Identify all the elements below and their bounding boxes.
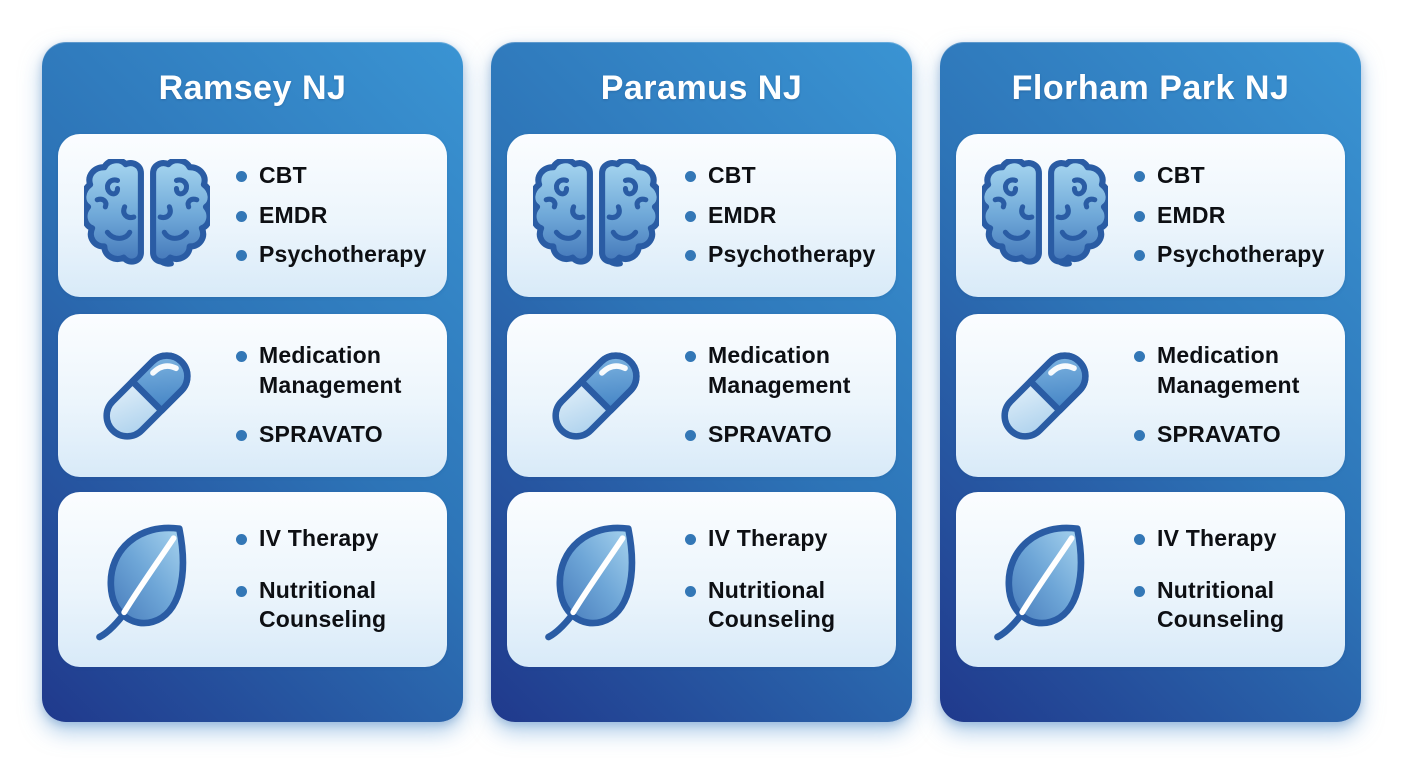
service-item: EMDR: [685, 201, 876, 231]
bullet-icon: [236, 350, 247, 362]
icon-box: [976, 517, 1114, 643]
service-item: CBT: [236, 161, 427, 191]
bullet-icon: [236, 430, 247, 442]
bullet-icon: [685, 585, 696, 597]
wellness-panel: IV Therapy Nutritional Counseling: [956, 492, 1345, 667]
service-item: IV Therapy: [685, 524, 835, 554]
service-list: IV Therapy Nutritional Counseling: [1134, 524, 1284, 636]
service-item: Psychotherapy: [236, 240, 427, 270]
medication-panel: Medication Management SPRAVATO: [507, 314, 896, 477]
service-item: IV Therapy: [236, 524, 386, 554]
bullet-icon: [685, 533, 696, 545]
bullet-icon: [685, 430, 696, 442]
service-item: Psychotherapy: [1134, 240, 1325, 270]
service-item: Medication Management: [236, 341, 402, 401]
location-title: Florham Park NJ: [1011, 68, 1290, 107]
icon-box: [78, 517, 216, 643]
bullet-icon: [1134, 170, 1145, 182]
icon-box: [78, 340, 216, 452]
bullet-icon: [1134, 210, 1145, 222]
icon-box: [527, 517, 665, 643]
bullet-icon: [685, 250, 696, 262]
service-item: CBT: [1134, 161, 1325, 191]
service-item: Medication Management: [1134, 341, 1300, 401]
service-item: Psychotherapy: [685, 240, 876, 270]
medication-panel: Medication Management SPRAVATO: [956, 314, 1345, 477]
therapy-panel: CBT EMDR Psychotherapy: [956, 134, 1345, 297]
bullet-icon: [1134, 585, 1145, 597]
brain-icon: [533, 159, 659, 273]
bullet-icon: [685, 350, 696, 362]
location-card-paramus: Paramus NJ CBT EMDR Psychotherapy Medica…: [491, 42, 912, 722]
service-list: IV Therapy Nutritional Counseling: [236, 524, 386, 636]
service-list: Medication Management SPRAVATO: [1134, 341, 1300, 451]
locations-row: Ramsey NJ CBT EMDR Psychotherapy Medicat…: [42, 42, 1361, 722]
pill-icon: [91, 340, 203, 452]
service-list: CBT EMDR Psychotherapy: [685, 161, 876, 271]
icon-box: [527, 159, 665, 273]
service-list: CBT EMDR Psychotherapy: [236, 161, 427, 271]
bullet-icon: [1134, 350, 1145, 362]
brain-icon: [84, 159, 210, 273]
icon-box: [527, 340, 665, 452]
leaf-icon: [988, 517, 1102, 643]
pill-icon: [540, 340, 652, 452]
service-item: SPRAVATO: [1134, 420, 1300, 450]
service-item: Nutritional Counseling: [685, 576, 835, 636]
bullet-icon: [1134, 430, 1145, 442]
bullet-icon: [236, 585, 247, 597]
service-item: EMDR: [236, 201, 427, 231]
service-item: Nutritional Counseling: [1134, 576, 1284, 636]
service-item: Nutritional Counseling: [236, 576, 386, 636]
bullet-icon: [236, 533, 247, 545]
medication-panel: Medication Management SPRAVATO: [58, 314, 447, 477]
service-list: Medication Management SPRAVATO: [236, 341, 402, 451]
icon-box: [976, 159, 1114, 273]
service-list: Medication Management SPRAVATO: [685, 341, 851, 451]
leaf-icon: [539, 517, 653, 643]
service-item: IV Therapy: [1134, 524, 1284, 554]
service-list: IV Therapy Nutritional Counseling: [685, 524, 835, 636]
location-title: Ramsey NJ: [158, 68, 347, 107]
service-item: CBT: [685, 161, 876, 191]
pill-icon: [989, 340, 1101, 452]
service-item: Medication Management: [685, 341, 851, 401]
wellness-panel: IV Therapy Nutritional Counseling: [58, 492, 447, 667]
wellness-panel: IV Therapy Nutritional Counseling: [507, 492, 896, 667]
service-item: SPRAVATO: [685, 420, 851, 450]
icon-box: [78, 159, 216, 273]
location-title: Paramus NJ: [600, 68, 803, 107]
therapy-panel: CBT EMDR Psychotherapy: [58, 134, 447, 297]
location-card-florham-park: Florham Park NJ CBT EMDR Psychotherapy M…: [940, 42, 1361, 722]
bullet-icon: [1134, 533, 1145, 545]
service-item: SPRAVATO: [236, 420, 402, 450]
icon-box: [976, 340, 1114, 452]
location-card-ramsey: Ramsey NJ CBT EMDR Psychotherapy Medicat…: [42, 42, 463, 722]
bullet-icon: [1134, 250, 1145, 262]
brain-icon: [982, 159, 1108, 273]
service-item: EMDR: [1134, 201, 1325, 231]
bullet-icon: [685, 210, 696, 222]
bullet-icon: [236, 170, 247, 182]
bullet-icon: [236, 210, 247, 222]
service-list: CBT EMDR Psychotherapy: [1134, 161, 1325, 271]
bullet-icon: [236, 250, 247, 262]
bullet-icon: [685, 170, 696, 182]
therapy-panel: CBT EMDR Psychotherapy: [507, 134, 896, 297]
leaf-icon: [90, 517, 204, 643]
